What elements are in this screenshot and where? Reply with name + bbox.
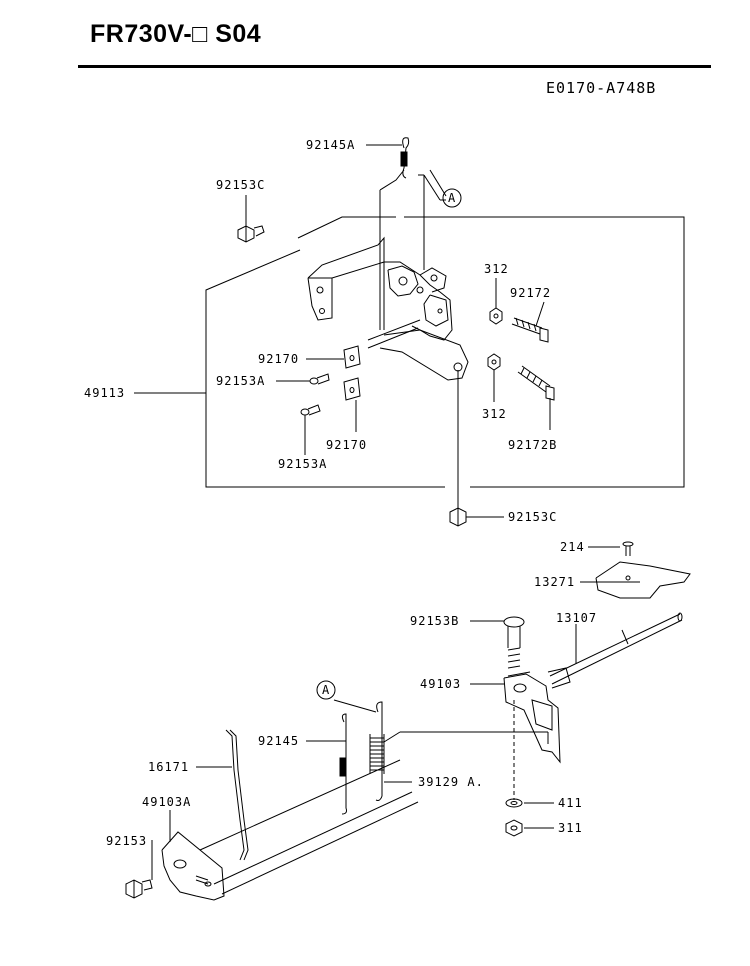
nut-312-bottom [487,353,501,371]
label-92170-top: 92170 [258,352,299,366]
spring-92145 [339,713,347,815]
label-49103: 49103 [420,677,461,691]
label-49103A: 49103A [142,795,191,809]
label-92153A-left: 92153A [216,374,265,388]
screw-92153A-left [309,373,330,385]
shaft-13107 [547,612,683,689]
label-312-top: 312 [484,262,509,276]
plate-13271 [595,561,691,599]
label-13107: 13107 [556,611,597,625]
label-214: 214 [560,540,585,554]
bolt-92172B [517,365,555,401]
page-title: FR730V-□ S04 [90,20,262,48]
washer-411 [505,798,523,808]
label-92172: 92172 [510,286,551,300]
title-rule [78,65,711,68]
bolt-92153C-bottom [449,370,467,527]
bolt-92153B [503,616,525,669]
screw-92153A-bottom [300,404,321,416]
label-312-bottom: 312 [482,407,507,421]
bolt-92172 [511,317,549,343]
rod-16171 [225,729,249,861]
callout-circle-a-top [442,188,462,208]
lever-49103A [161,759,419,901]
lever-49103 [503,671,561,764]
label-92170-bottom: 92170 [326,438,367,452]
bolt-92153 [125,879,153,899]
clip-92170-bottom [343,377,361,401]
label-92145A: 92145A [306,138,355,152]
spring-92145A [400,137,410,179]
label-92153C-bottom: 92153C [508,510,557,524]
label-92153C-top: 92153C [216,178,265,192]
screw-214 [622,541,634,556]
label-39129: 39129 A. [418,775,484,789]
control-bracket-49113 [307,169,469,381]
label-49113: 49113 [84,386,125,400]
label-92172B: 92172B [508,438,557,452]
label-92153A-bottom: 92153A [278,457,327,471]
label-92145: 92145 [258,734,299,748]
callout-a-bottom: A [322,683,330,697]
leader-lines [134,144,640,880]
nut-311 [505,819,523,837]
nut-312-top [489,307,503,325]
callout-circle-a-bottom [316,680,336,700]
spring-39129 [369,701,385,801]
label-92153: 92153 [106,834,147,848]
drawing-code: E0170-A748B [546,79,657,97]
label-92153B: 92153B [410,614,459,628]
label-16171: 16171 [148,760,189,774]
label-411: 411 [558,796,583,810]
label-13271: 13271 [534,575,575,589]
label-311: 311 [558,821,583,835]
callout-a-top: A [448,191,456,205]
bolt-92153C-top [237,225,265,243]
clip-92170-top [343,345,361,369]
assembly-49113-frame [205,216,685,488]
